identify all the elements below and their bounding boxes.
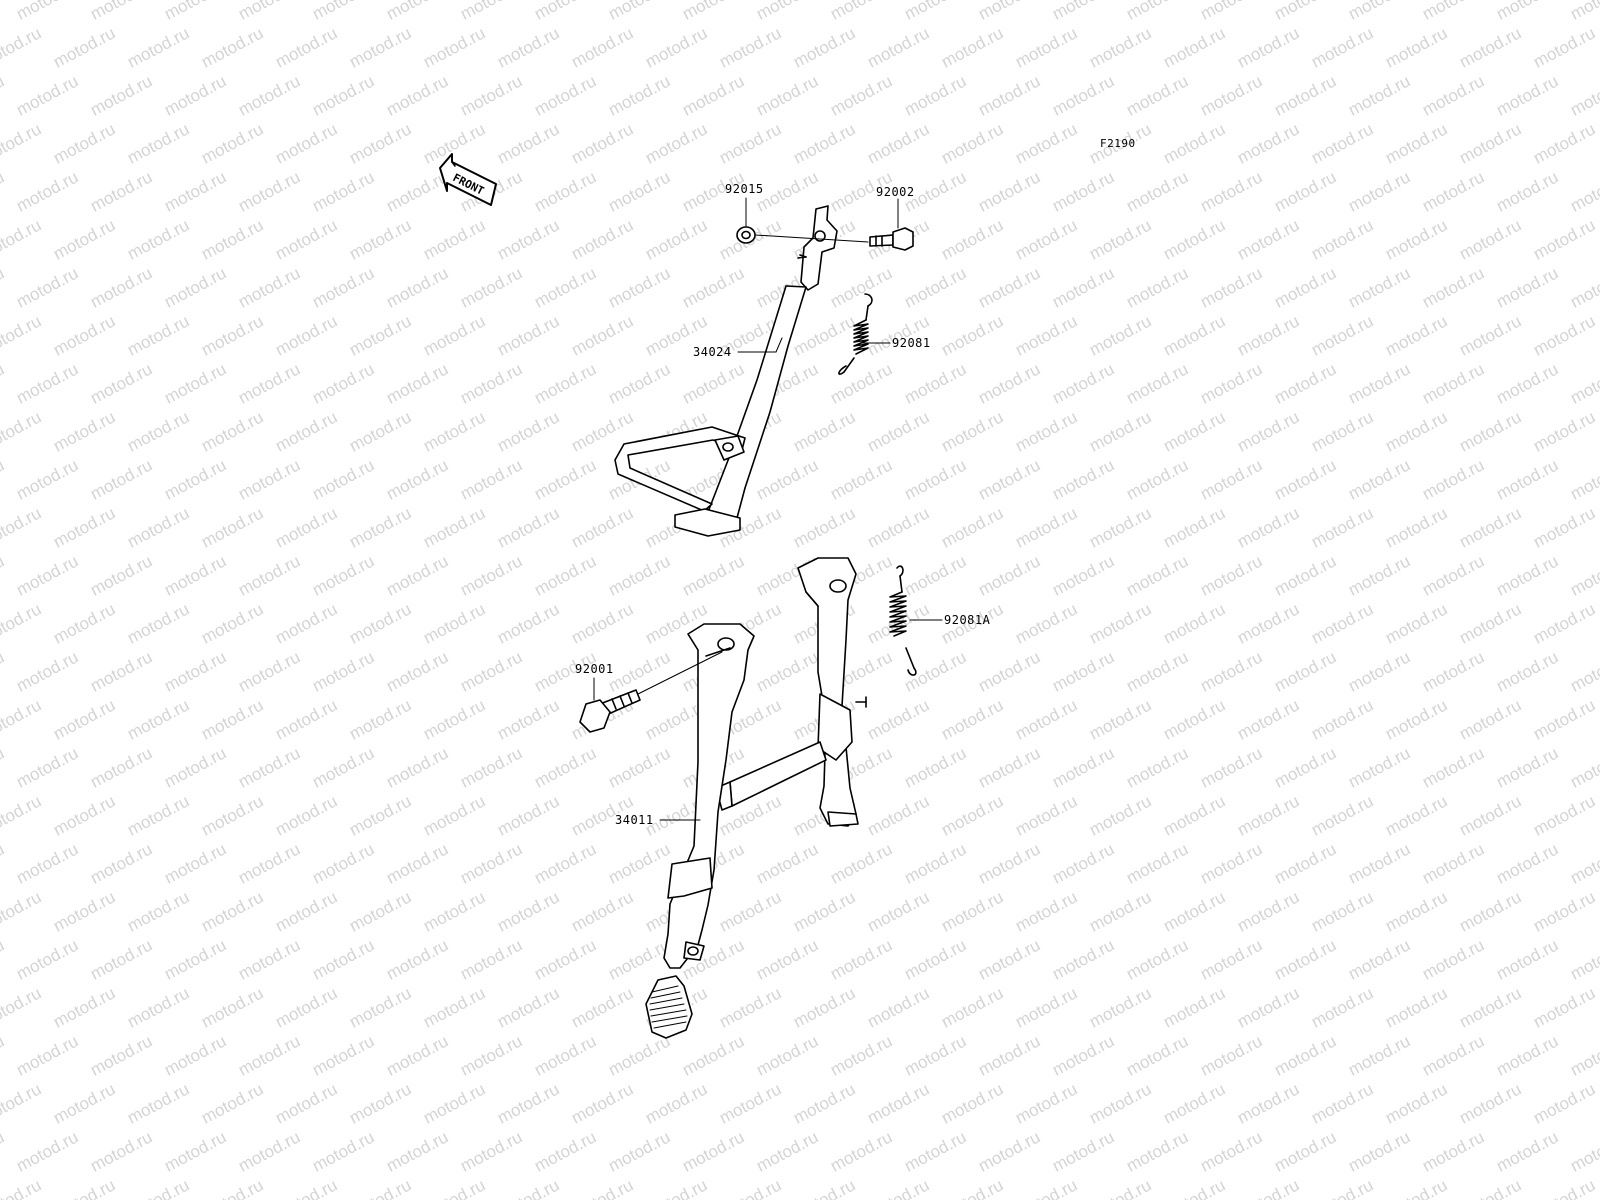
bolt-92001-icon (579, 689, 641, 733)
spring-92081a-icon (889, 565, 917, 676)
part-label-92001: 92001 (575, 662, 614, 676)
part-label-92015: 92015 (725, 182, 764, 196)
spring-92081-icon (838, 293, 873, 375)
side-stand-34024 (614, 205, 838, 537)
part-label-92081a: 92081A (944, 613, 991, 627)
part-label-34024: 34024 (693, 345, 732, 359)
front-arrow-icon: FRONT (439, 153, 497, 206)
nut-92015-icon (736, 226, 756, 244)
center-stand-34011 (645, 557, 867, 1039)
leader-92015-axis (754, 234, 869, 243)
part-label-92002: 92002 (876, 185, 915, 199)
bolt-92002-icon (869, 227, 914, 251)
leader-34024-b (775, 337, 783, 353)
part-label-92081: 92081 (892, 336, 931, 350)
figure-code: F2190 (1100, 137, 1136, 150)
part-label-34011: 34011 (615, 813, 654, 827)
leader-92001-axis (637, 651, 723, 695)
